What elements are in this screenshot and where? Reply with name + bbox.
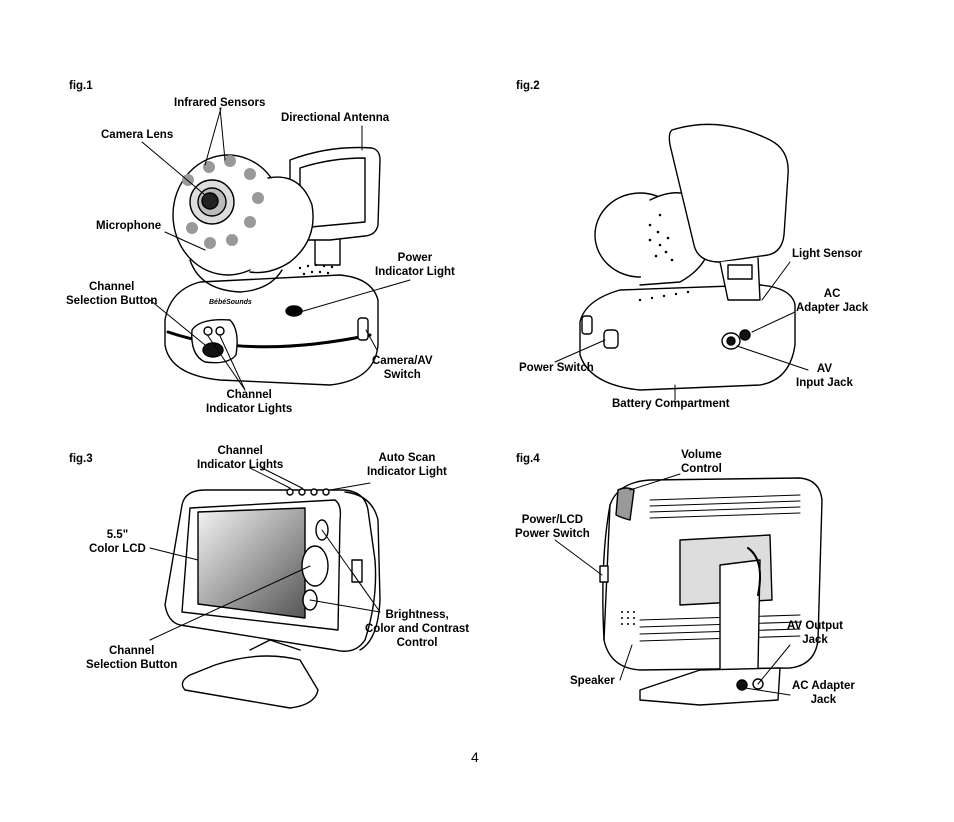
label-channel-selection-button: Channel Selection Button (66, 281, 158, 307)
label-light-sensor: Light Sensor (792, 248, 863, 260)
label-channel-selection-button-monitor: Channel Selection Button (86, 645, 178, 671)
label-infrared-sensors: Infrared Sensors (174, 97, 266, 109)
fig2-title: fig.2 (516, 80, 540, 92)
monitor-front-illustration (149, 467, 381, 709)
label-av-output-jack: AV Output Jack (787, 620, 843, 646)
label-channel-indicator-lights-monitor: Channel Indicator Lights (197, 445, 284, 471)
label-av-input-jack: AV Input Jack (796, 363, 853, 389)
label-power-switch: Power Switch (519, 362, 594, 374)
page-number: 4 (471, 749, 479, 765)
label-microphone: Microphone (96, 220, 162, 232)
label-volume-control: Volume Control (681, 449, 722, 475)
label-directional-antenna: Directional Antenna (281, 112, 390, 124)
fig4-title: fig.4 (516, 453, 540, 465)
monitor-back-illustration (554, 473, 823, 706)
fig3-title: fig.3 (69, 453, 93, 465)
label-color-lcd: 5.5" Color LCD (89, 529, 146, 555)
label-channel-indicator-lights: Channel Indicator Lights (206, 389, 293, 415)
label-speaker: Speaker (570, 675, 615, 687)
fig1-title: fig.1 (69, 80, 93, 92)
label-power-lcd-switch: Power/LCD Power Switch (515, 514, 590, 540)
camera-back-illustration (554, 123, 809, 401)
brand-logo: BébéSounds (209, 299, 252, 306)
label-auto-scan-indicator-light: Auto Scan Indicator Light (367, 452, 447, 478)
label-camera-lens: Camera Lens (101, 129, 174, 141)
camera-front-illustration (141, 107, 411, 391)
label-ac-adapter-jack-monitor: AC Adapter Jack (792, 680, 855, 706)
label-camera-av-switch: Camera/AV Switch (372, 355, 433, 381)
label-ac-adapter-jack: AC Adapter Jack (796, 288, 869, 314)
label-brightness-color-contrast: Brightness, Color and Contrast Control (365, 609, 470, 649)
label-battery-compartment: Battery Compartment (612, 398, 730, 410)
label-power-indicator-light: Power Indicator Light (375, 252, 455, 278)
